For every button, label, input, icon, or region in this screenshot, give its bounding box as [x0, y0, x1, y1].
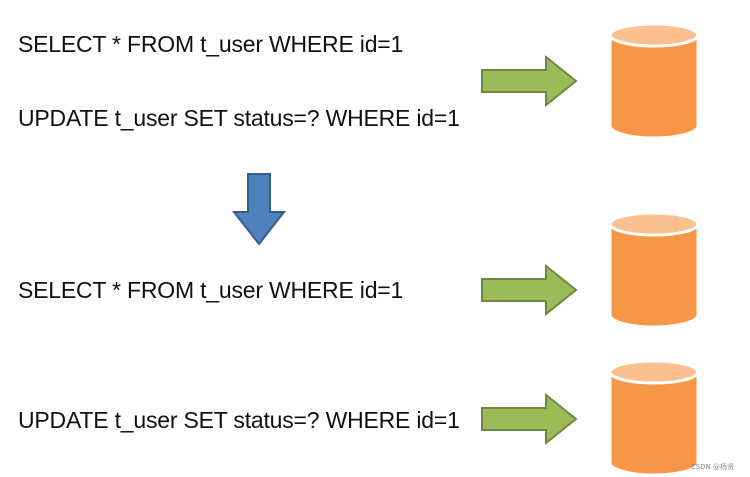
sql-statement-select-split: SELECT * FROM t_user WHERE id=1 [18, 277, 404, 303]
sql-statement-update-top: UPDATE t_user SET status=? WHERE id=1 [18, 105, 460, 131]
database-icon [608, 359, 700, 477]
right-arrow-icon [481, 263, 578, 317]
down-arrow-icon [231, 173, 287, 246]
right-arrow-icon [481, 392, 578, 446]
database-icon [608, 211, 700, 329]
sql-statement-select-top: SELECT * FROM t_user WHERE id=1 [18, 31, 404, 57]
right-arrow-icon [481, 54, 578, 108]
database-icon [608, 22, 700, 140]
watermark: CSDN @杨贤 [690, 463, 734, 471]
sql-statement-update-split: UPDATE t_user SET status=? WHERE id=1 [18, 407, 460, 433]
